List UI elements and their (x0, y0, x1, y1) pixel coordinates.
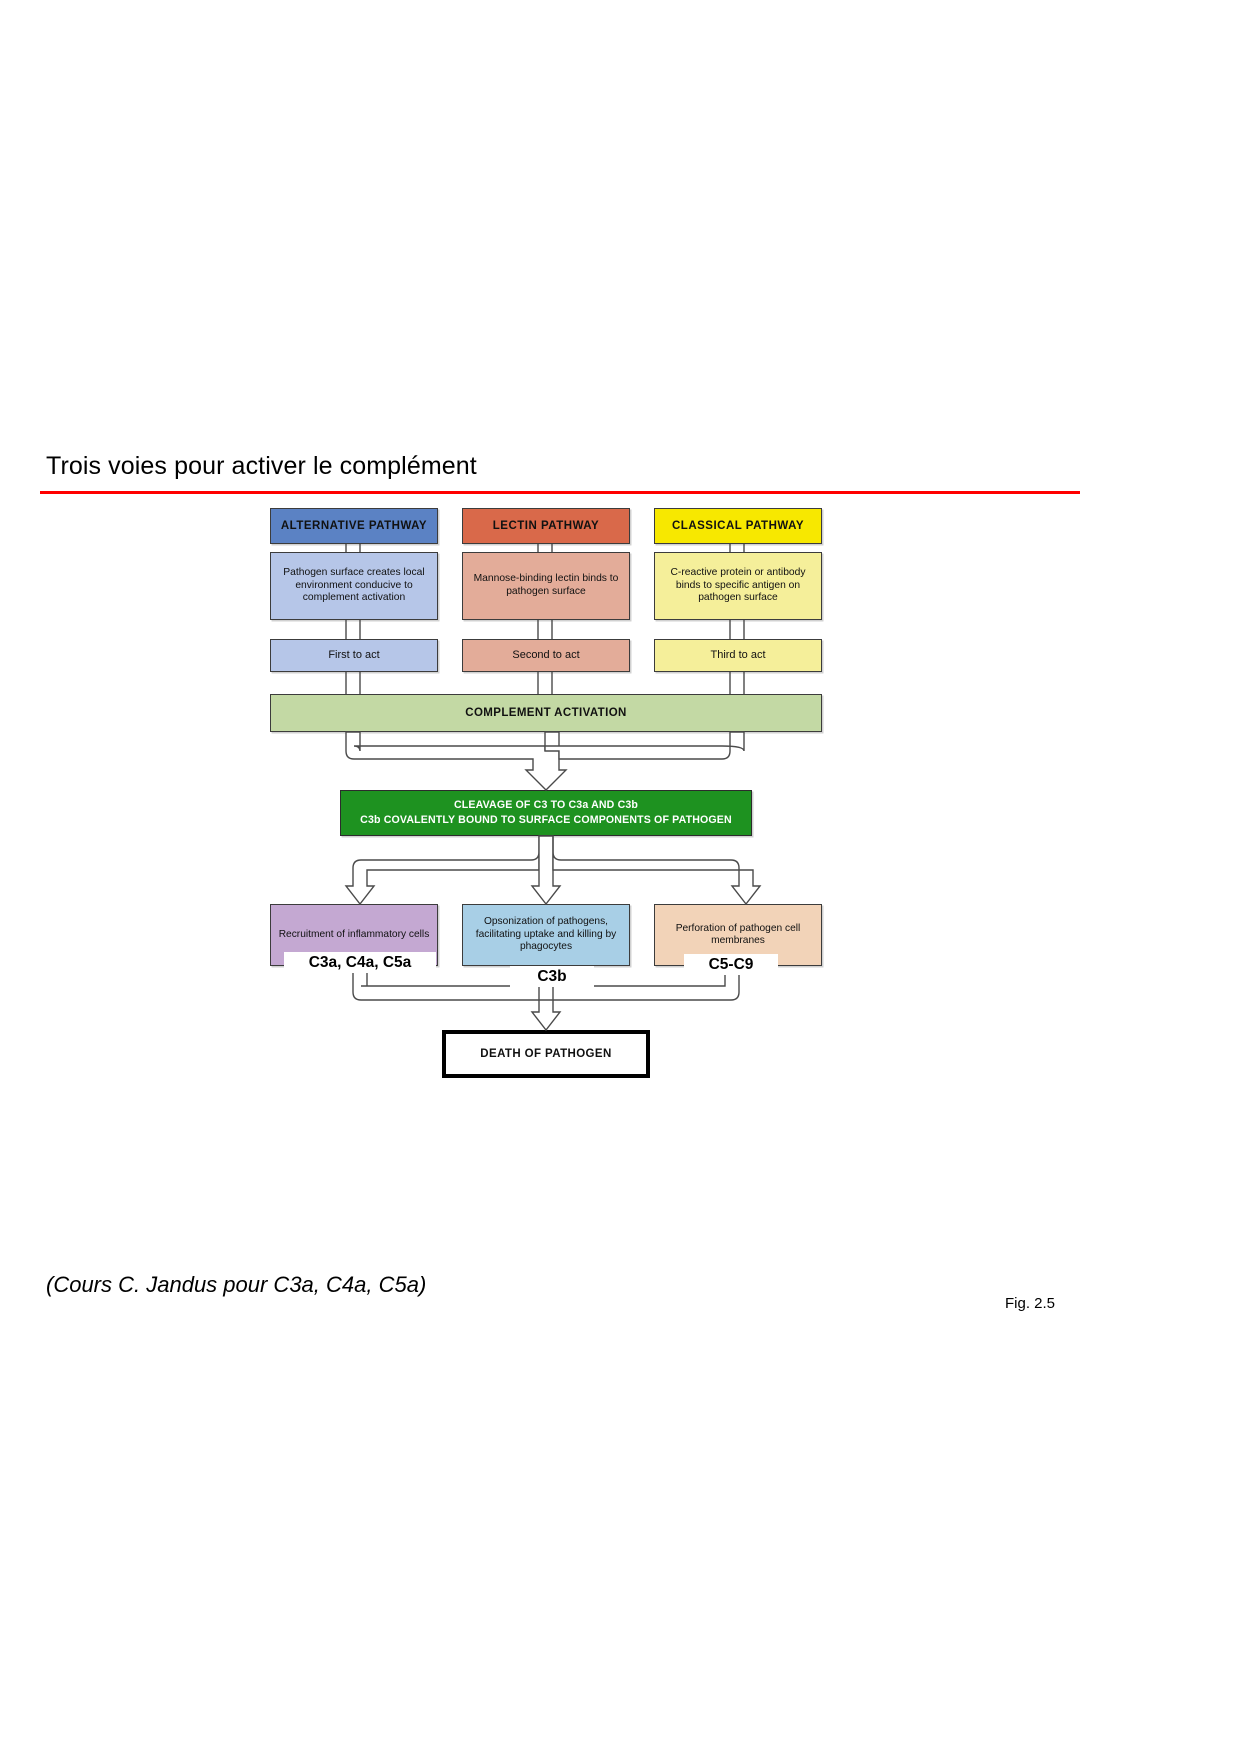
cleavage-line-1: CLEAVAGE OF C3 TO C3a AND C3b (453, 799, 639, 812)
pathway-order-classical: Third to act (654, 639, 822, 672)
annotation-c3b: C3b (510, 966, 594, 988)
annotation-c3a-c4a-c5a: C3a, C4a, C5a (284, 952, 436, 974)
cleavage-box: CLEAVAGE OF C3 TO C3a AND C3b C3b COVALE… (340, 790, 752, 836)
pathway-header-alternative: ALTERNATIVE PATHWAY (270, 508, 438, 544)
pathway-order-lectin: Second to act (462, 639, 630, 672)
death-of-pathogen-box: DEATH OF PATHOGEN (442, 1030, 650, 1078)
figure-number: Fig. 2.5 (1005, 1295, 1056, 1312)
annotation-c5-c9: C5-C9 (684, 954, 778, 976)
page-title: Trois voies pour activer le complément (46, 452, 477, 480)
pathway-description-alternative: Pathogen surface creates local environme… (270, 552, 438, 620)
pathway-order-alternative: First to act (270, 639, 438, 672)
pathway-description-classical: C-reactive protein or antibody binds to … (654, 552, 822, 620)
pathway-header-classical: CLASSICAL PATHWAY (654, 508, 822, 544)
pathway-description-lectin: Mannose-binding lectin binds to pathogen… (462, 552, 630, 620)
effect-box-opsonization: Opsonization of pathogens, facilitating … (462, 904, 630, 966)
title-divider (40, 491, 1080, 494)
complement-activation-bar: COMPLEMENT ACTIVATION (270, 694, 822, 732)
pathway-header-lectin: LECTIN PATHWAY (462, 508, 630, 544)
source-note: (Cours C. Jandus pour C3a, C4a, C5a) (46, 1272, 427, 1297)
cleavage-line-2: C3b COVALENTLY BOUND TO SURFACE COMPONEN… (360, 814, 732, 826)
complement-pathway-figure: ALTERNATIVE PATHWAY Pathogen surface cre… (262, 508, 832, 1108)
